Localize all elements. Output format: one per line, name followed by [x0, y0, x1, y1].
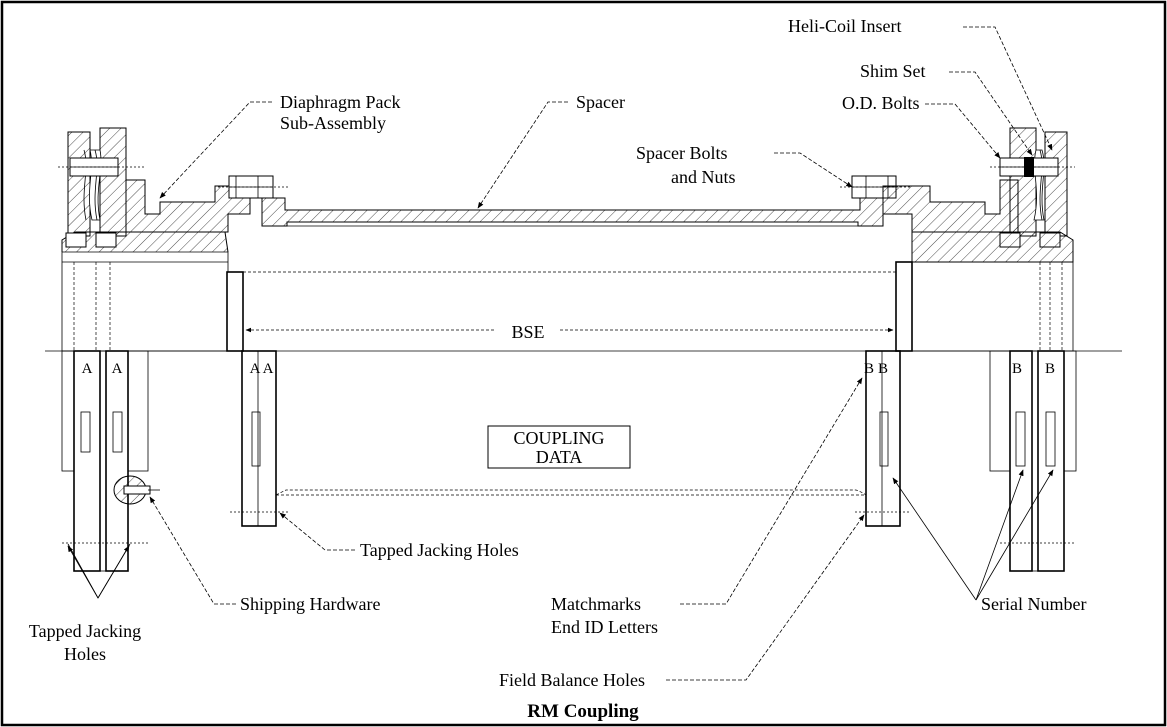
end-letter: B	[878, 361, 888, 377]
callout-heli-coil: Heli-Coil Insert	[788, 16, 901, 36]
svg-text:DATA: DATA	[536, 447, 583, 467]
end-letter: A	[263, 361, 274, 377]
callout-od-bolts: O.D. Bolts	[842, 93, 920, 113]
left-hub	[61, 251, 229, 352]
callout-tapped-jacking-center: Tapped Jacking Holes	[360, 540, 519, 560]
bse-label: BSE	[511, 322, 544, 342]
callout-spacer: Spacer	[576, 92, 625, 112]
drawing-title: RM Coupling	[527, 701, 639, 722]
shipping-hardware-detail	[113, 475, 160, 505]
coupling-data-box: COUPLING DATA	[487, 425, 631, 469]
end-letter: B	[1045, 361, 1055, 377]
section-view: BSE	[58, 127, 1075, 352]
callout-shipping-hardware: Shipping Hardware	[240, 594, 380, 614]
callouts: Heli-Coil Insert Shim Set O.D. Bolts Dia…	[29, 16, 1087, 690]
end-letter: B	[1012, 361, 1022, 377]
callout-tapped-jacking-left: Tapped Jacking	[29, 621, 141, 641]
callout-spacer-bolts: Spacer Bolts	[636, 143, 728, 163]
callout-diaphragm-pack: Diaphragm Pack	[280, 92, 400, 112]
end-letter: A	[250, 361, 261, 377]
callout-shim-set: Shim Set	[860, 61, 926, 81]
end-letter: A	[82, 361, 93, 377]
outline-view: A A A A B B B B	[61, 350, 1077, 572]
end-letter: A	[112, 361, 123, 377]
callout-diaphragm-sub: Sub-Assembly	[280, 113, 386, 133]
callout-matchmarks: Matchmarks	[551, 594, 641, 614]
right-hub	[911, 261, 1074, 352]
svg-text:COUPLING: COUPLING	[513, 428, 604, 448]
callout-spacer-nuts: and Nuts	[671, 167, 736, 187]
callout-tapped-jacking-left-l2: Holes	[64, 644, 106, 664]
callout-end-id-letters: End ID Letters	[551, 617, 658, 637]
callout-field-balance: Field Balance Holes	[499, 670, 645, 690]
callout-serial-number: Serial Number	[981, 594, 1086, 614]
end-letter: B	[864, 361, 874, 377]
